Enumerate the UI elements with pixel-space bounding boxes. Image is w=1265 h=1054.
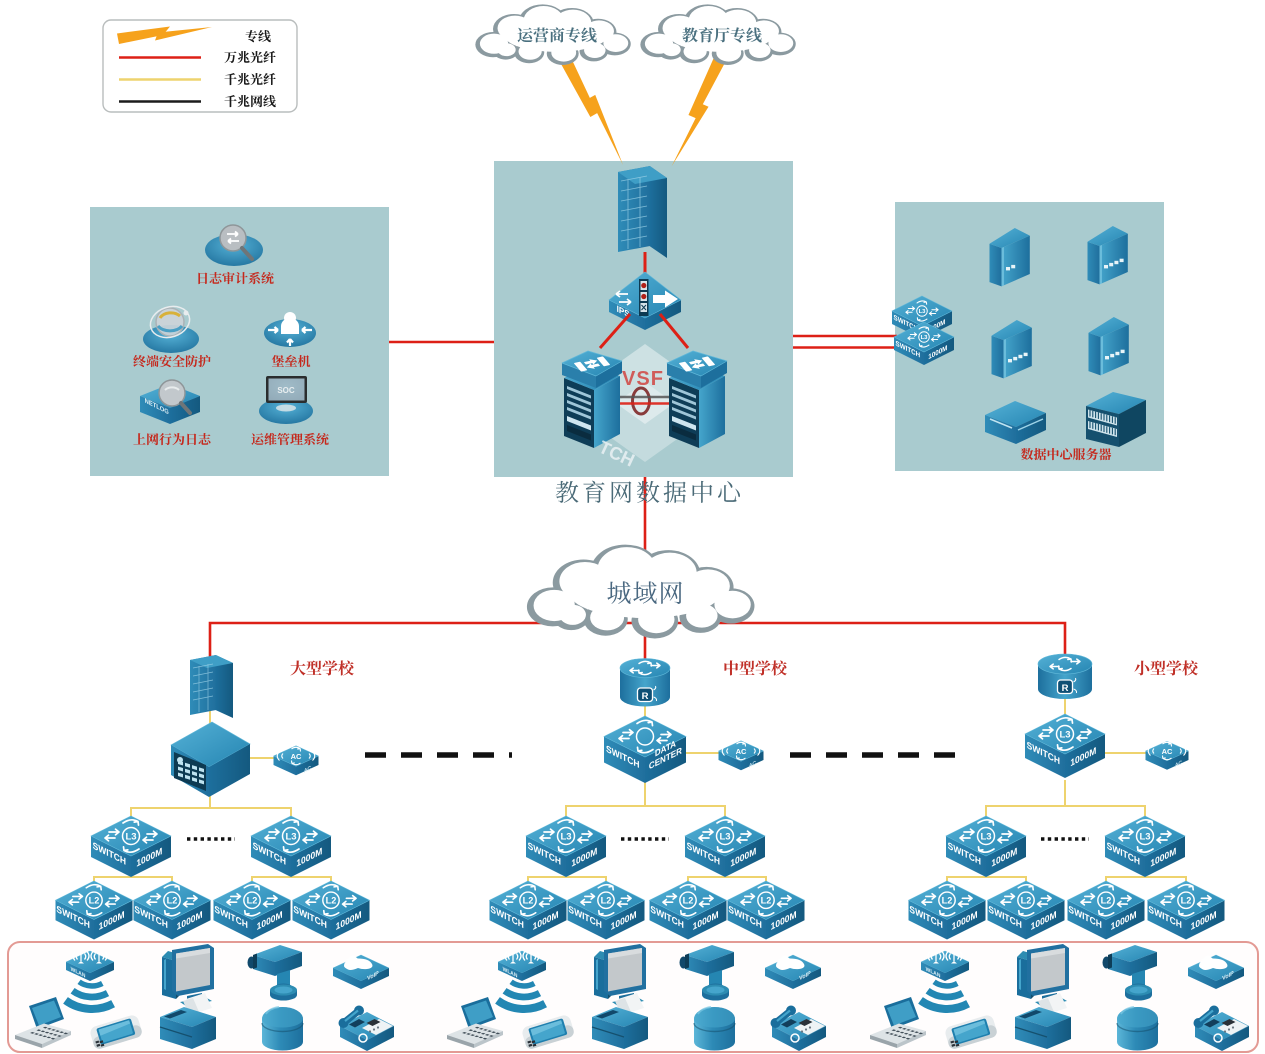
svg-text:L3: L3 bbox=[125, 831, 136, 842]
svg-text:L3: L3 bbox=[1059, 729, 1070, 740]
svg-text:VSF: VSF bbox=[622, 368, 664, 390]
svg-text:L2: L2 bbox=[942, 896, 953, 906]
svg-text:L3: L3 bbox=[719, 831, 730, 842]
svg-text:SOC: SOC bbox=[277, 386, 295, 395]
svg-text:L2: L2 bbox=[1021, 896, 1032, 906]
svg-text:L3: L3 bbox=[919, 309, 927, 315]
svg-text:VoIP: VoIP bbox=[367, 971, 379, 983]
svg-text:AC: AC bbox=[304, 765, 311, 775]
svg-text:R: R bbox=[1062, 683, 1069, 694]
svg-text:L2: L2 bbox=[523, 896, 534, 906]
svg-text:AC: AC bbox=[291, 752, 302, 761]
svg-text:L2: L2 bbox=[761, 896, 772, 906]
svg-text:L3: L3 bbox=[921, 335, 929, 341]
svg-text:AC: AC bbox=[1175, 760, 1182, 770]
svg-text:L2: L2 bbox=[1101, 896, 1112, 906]
svg-text:L2: L2 bbox=[247, 896, 258, 906]
svg-text:AC: AC bbox=[736, 747, 747, 756]
svg-text:L3: L3 bbox=[1139, 831, 1150, 842]
svg-text:R: R bbox=[642, 691, 649, 702]
svg-text:L2: L2 bbox=[167, 896, 178, 906]
svg-text:L3: L3 bbox=[285, 831, 296, 842]
svg-text:L2: L2 bbox=[1181, 896, 1192, 906]
svg-text:AC: AC bbox=[1162, 747, 1173, 756]
svg-text:L2: L2 bbox=[89, 896, 100, 906]
svg-text:L3: L3 bbox=[980, 831, 991, 842]
svg-text:L3: L3 bbox=[560, 831, 571, 842]
svg-text:L2: L2 bbox=[683, 896, 694, 906]
svg-text:L2: L2 bbox=[601, 896, 612, 906]
svg-text:L2: L2 bbox=[326, 896, 337, 906]
svg-text:AC: AC bbox=[749, 760, 756, 770]
